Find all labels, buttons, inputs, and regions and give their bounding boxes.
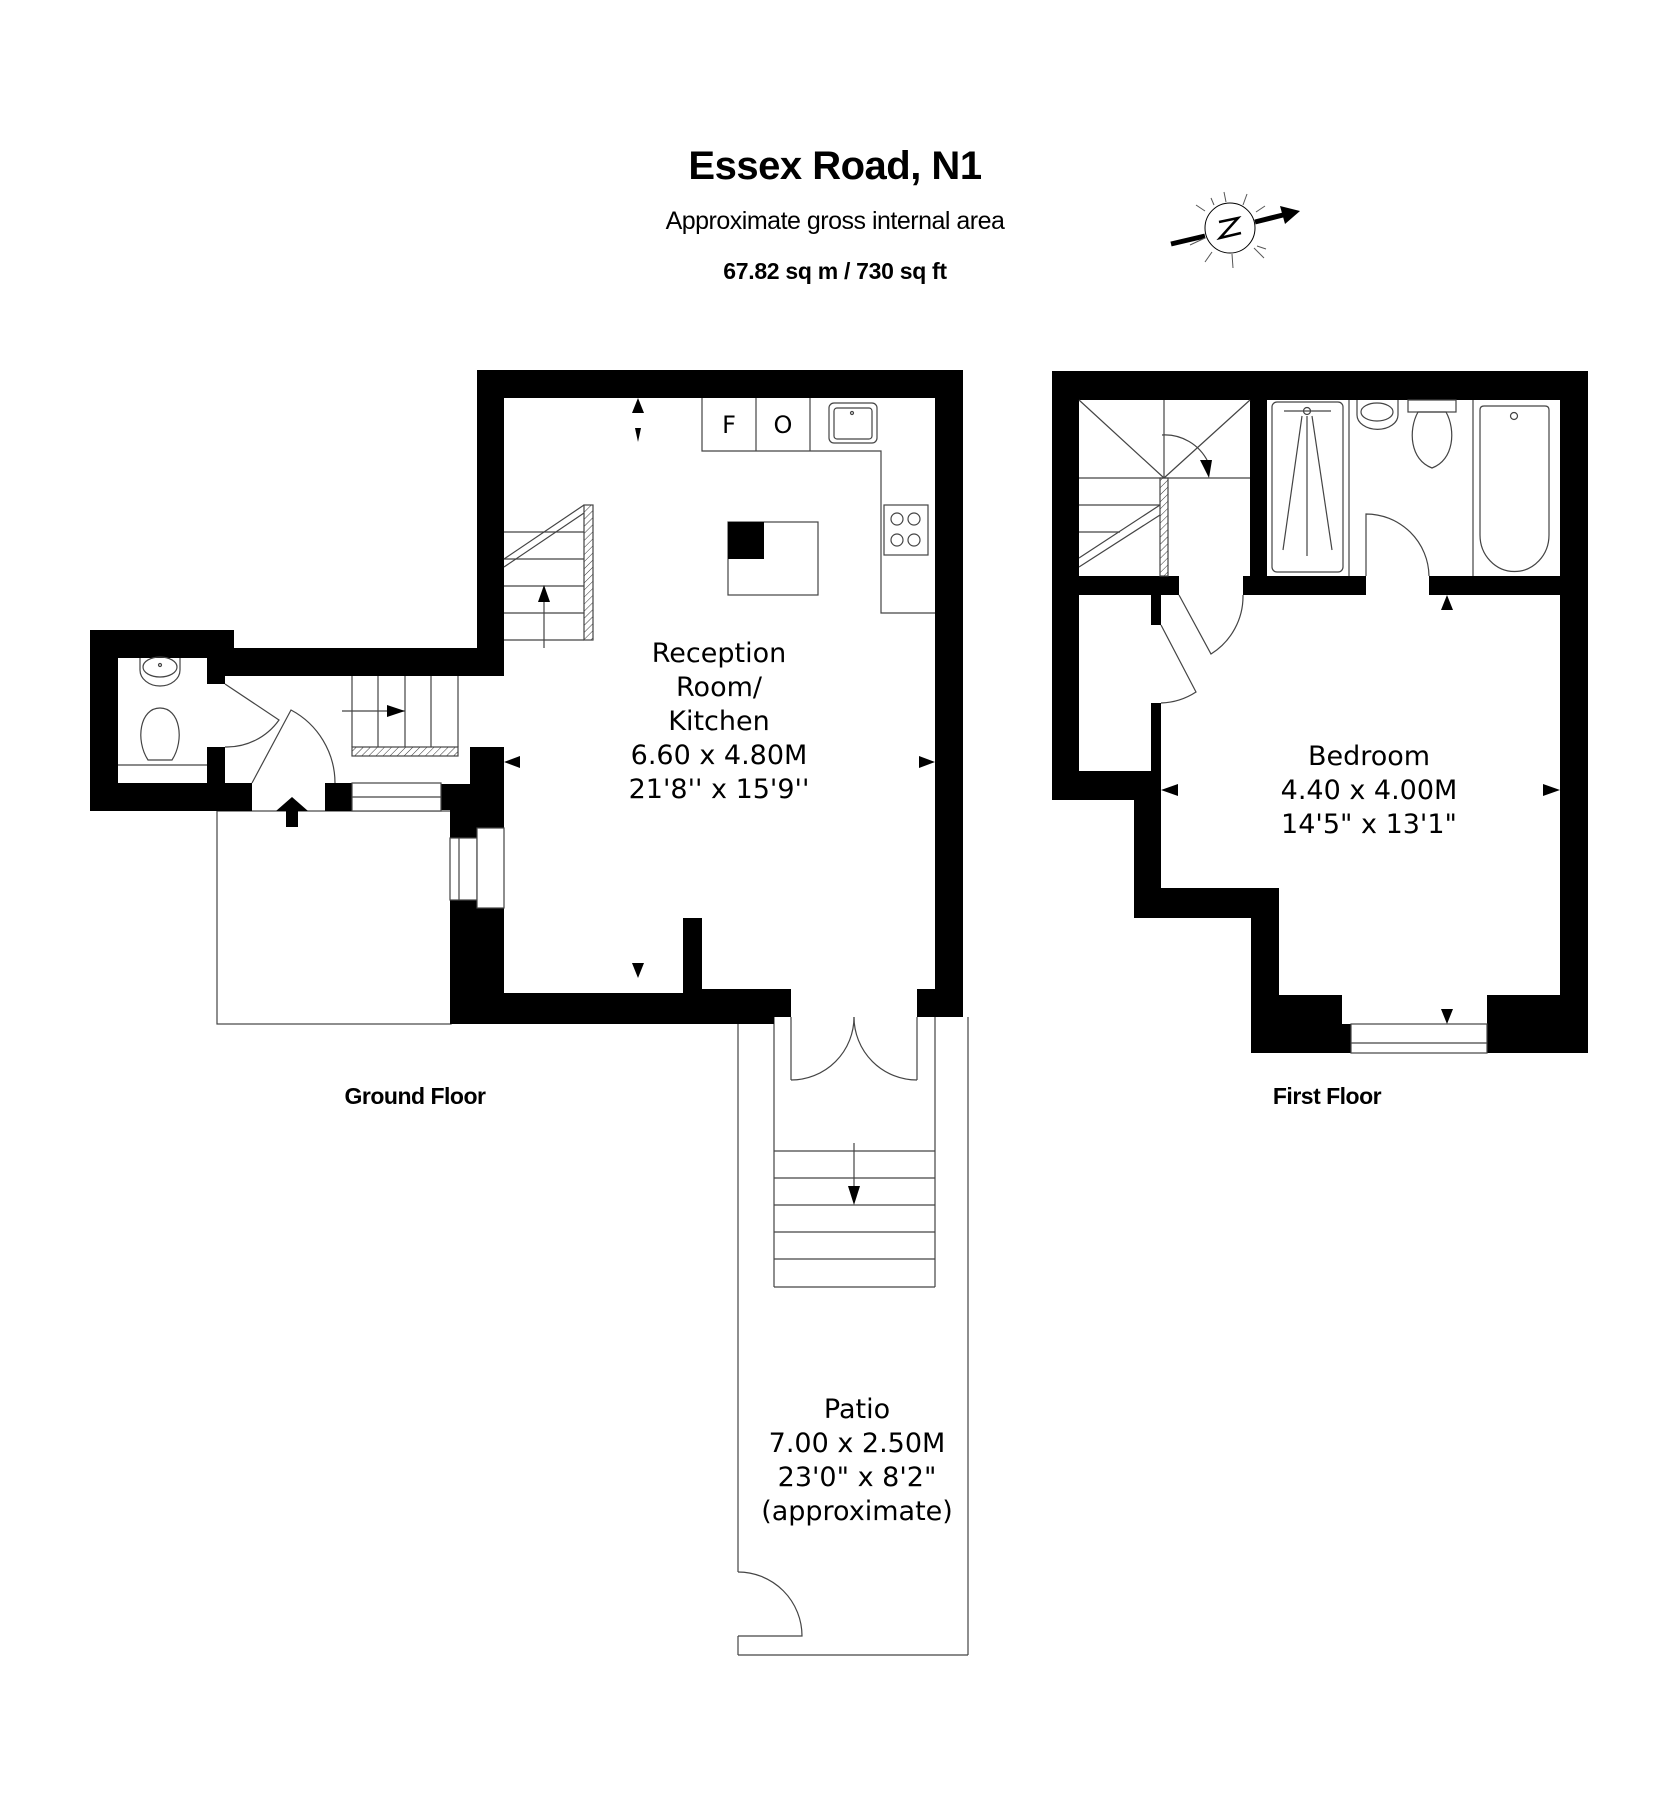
entrance-door-swing <box>251 709 336 784</box>
room-name-line: Room/ <box>676 672 762 703</box>
reception-room-label: Reception Room/ Kitchen 6.60 x 4.80M 21'… <box>629 637 810 807</box>
patio-steps <box>774 1143 935 1288</box>
room-name-line: Reception <box>651 638 787 669</box>
area-subtitle: Approximate gross internal area <box>665 207 1005 235</box>
stairwell-arrow-icon <box>1200 460 1212 478</box>
ground-floor-dimension-markers <box>504 398 935 978</box>
first-floor-label: First Floor <box>1272 1083 1382 1109</box>
room-imperial-size: 23'0" x 8'2" <box>777 1462 937 1493</box>
bedroom-window <box>1350 1023 1488 1054</box>
first-floor-dimension-markers <box>1161 595 1560 1024</box>
bathroom-fixtures <box>1271 399 1550 577</box>
reception-stairs <box>503 504 594 648</box>
room-name-line: Patio <box>823 1394 891 1425</box>
room-name-line: Bedroom <box>1307 741 1431 772</box>
side-window <box>449 827 505 909</box>
room-metric-size: 7.00 x 2.50M <box>768 1428 946 1459</box>
kitchen-units <box>701 398 935 614</box>
front-area-outline <box>216 810 452 1025</box>
wc-door-swing <box>224 683 280 748</box>
room-imperial-size: 21'8'' x 15'9'' <box>628 774 810 805</box>
room-metric-size: 6.60 x 4.80M <box>630 740 808 771</box>
kitchen-island-hob <box>728 522 764 559</box>
gross-area: 67.82 sq m / 730 sq ft <box>723 258 947 284</box>
closet-door-swing <box>1160 624 1197 704</box>
hall-stairs-arrow-icon <box>387 705 405 717</box>
fridge-label: F <box>722 411 736 439</box>
first-floor-walls <box>1052 371 1588 1053</box>
ground-floor-plan <box>90 370 969 1656</box>
reception-stairs-arrow-icon <box>538 585 550 602</box>
wc-fixtures <box>118 656 207 766</box>
bedroom-door-swing <box>1178 594 1244 655</box>
front-window <box>351 782 442 812</box>
oven-label: O <box>773 411 793 439</box>
room-note: (approximate) <box>761 1496 953 1527</box>
room-imperial-size: 14'5" x 13'1" <box>1281 809 1457 840</box>
ground-floor-label: Ground Floor <box>344 1083 486 1109</box>
north-compass-icon <box>1170 191 1300 269</box>
first-floor-plan <box>1052 371 1588 1054</box>
steps-down-arrow-icon <box>848 1186 860 1205</box>
first-floor-stairwell <box>1078 399 1251 577</box>
hall-stairs <box>342 676 459 757</box>
patio-gate-swing <box>737 1571 803 1637</box>
ground-floor-walls <box>90 370 963 1024</box>
room-metric-size: 4.40 x 4.00M <box>1280 775 1458 806</box>
property-title: Essex Road, N1 <box>688 144 982 188</box>
room-name-line: Kitchen <box>668 706 770 737</box>
bedroom-label: Bedroom 4.40 x 4.00M 14'5" x 13'1" <box>1281 740 1458 842</box>
patio-label: Patio 7.00 x 2.50M 23'0" x 8'2" (approxi… <box>761 1393 953 1529</box>
french-doors <box>790 1016 918 1081</box>
patio-outline <box>737 1017 969 1656</box>
entrance-arrow-icon <box>276 797 308 827</box>
